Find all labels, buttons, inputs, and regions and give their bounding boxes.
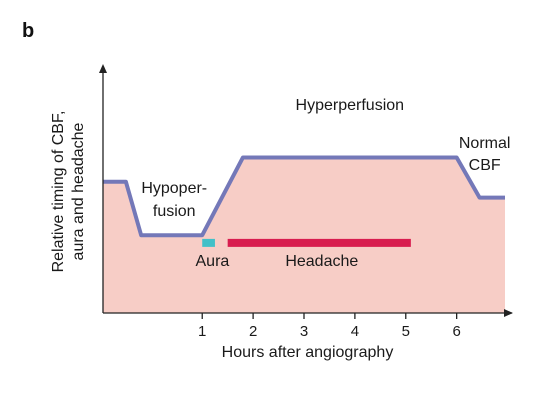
x-tick-label: 6 (452, 323, 460, 340)
panel-label: b (22, 20, 35, 42)
aura-bar (202, 238, 215, 247)
x-tick-label: 1 (198, 323, 206, 340)
headache-bar (227, 238, 411, 247)
x-axis-arrow (504, 309, 513, 317)
aura-label: Aura (196, 253, 230, 270)
headache-label: Headache (285, 253, 358, 270)
y-axis-label-line: aura and headache (70, 122, 87, 260)
hypoperfusion-label: fusion (153, 203, 196, 220)
x-tick-label: 2 (249, 323, 257, 340)
hypoperfusion-label: Hypoper- (141, 180, 207, 197)
x-tick-label: 5 (402, 323, 410, 340)
normal-cbf-label: CBF (469, 157, 501, 174)
x-axis-label: Hours after angiography (222, 344, 394, 361)
hyperperfusion-label: Hyperperfusion (296, 97, 405, 114)
x-tick-label: 3 (300, 323, 308, 340)
cbf-line (103, 155, 505, 238)
cbf-area-fill (103, 157, 505, 313)
y-axis-arrow (99, 64, 107, 73)
x-tick-label: 4 (351, 323, 359, 340)
normal-cbf-label: Normal (459, 135, 511, 152)
y-axis-label-line: Relative timing of CBF, (50, 111, 67, 273)
